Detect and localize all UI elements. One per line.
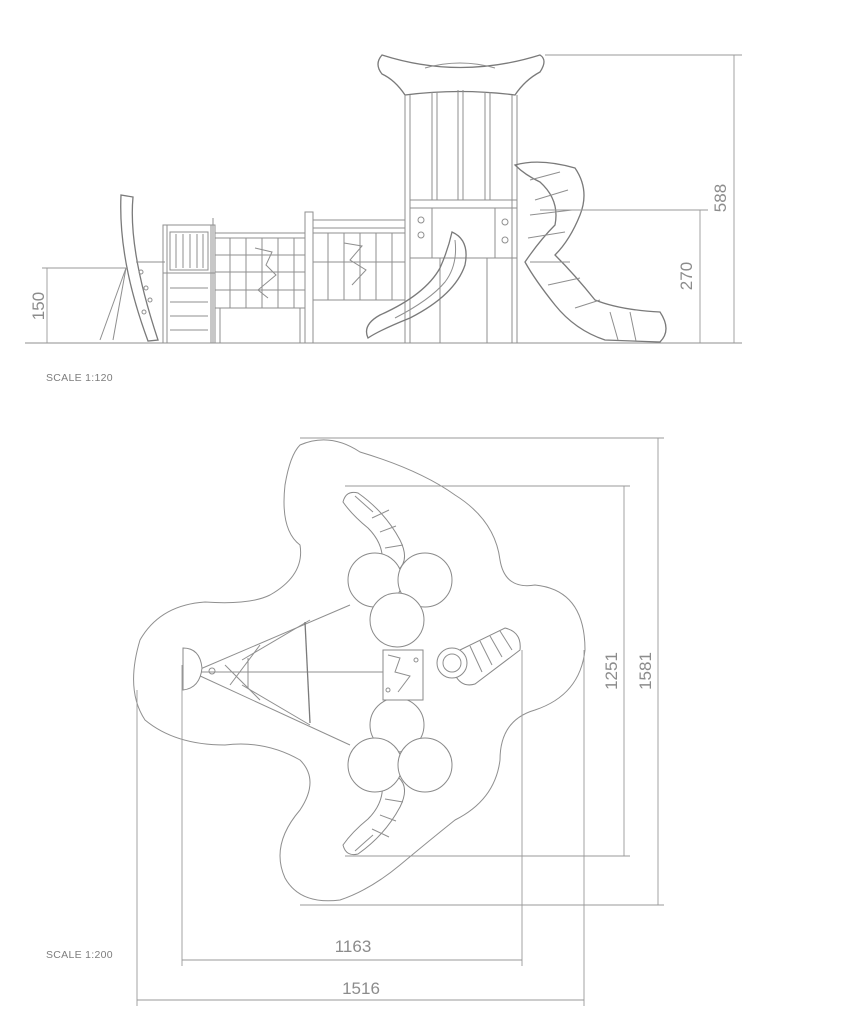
side-elevation: 150 270 588 SCALE 1:120 <box>25 54 742 384</box>
plan-lower-slide <box>342 776 405 856</box>
scale-label-plan: SCALE 1:200 <box>46 949 113 961</box>
left-tower <box>162 218 216 344</box>
climbing-wall <box>99 194 165 342</box>
dim-left-height: 150 <box>29 292 48 320</box>
dim-inner-height: 1251 <box>602 652 621 690</box>
dim-outer-height: 1581 <box>636 652 655 690</box>
scale-label-elevation: SCALE 1:120 <box>46 372 113 384</box>
dim-total-height: 588 <box>711 184 730 212</box>
net-bridge-left <box>215 232 305 343</box>
safety-zone-outline <box>133 439 586 902</box>
plan-view: 1251 1581 1163 1516 SCALE 1:200 <box>46 437 664 1006</box>
dim-outer-width: 1516 <box>342 979 380 998</box>
dim-platform-height: 270 <box>677 262 696 290</box>
plan-roof-circles <box>347 552 453 793</box>
plan-dimensions <box>136 437 664 1006</box>
wave-slide <box>365 231 467 339</box>
tube-slide <box>513 161 667 343</box>
plan-tube-slide <box>436 627 521 686</box>
dim-inner-width: 1163 <box>335 937 372 956</box>
plan-platform <box>382 649 424 701</box>
elevation-dimensions <box>42 54 742 343</box>
plan-upper-slide <box>342 491 405 571</box>
main-tower <box>377 54 545 343</box>
middle-tower <box>304 211 406 344</box>
plan-net-bridges <box>182 604 383 746</box>
